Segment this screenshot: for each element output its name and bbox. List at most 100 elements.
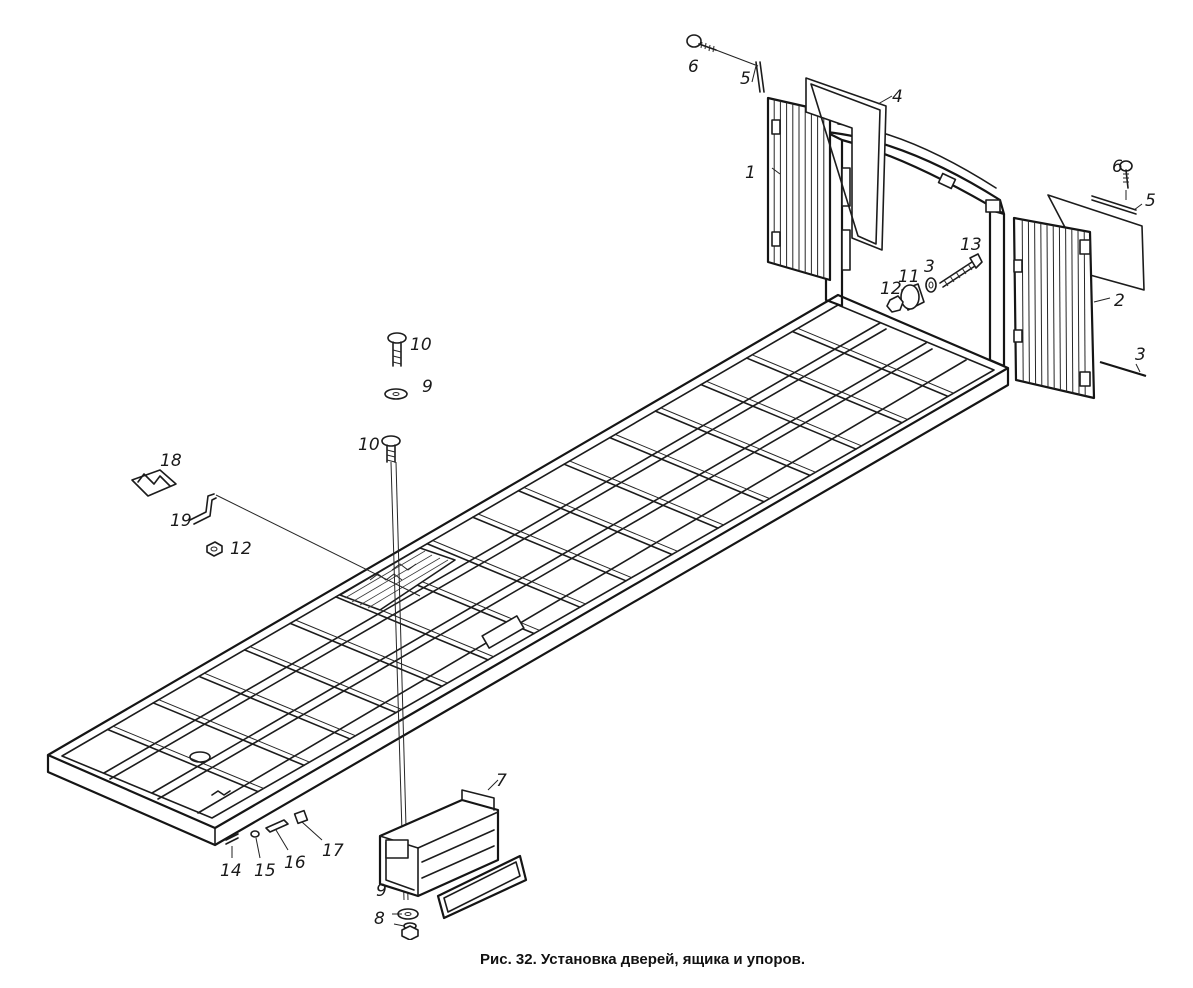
platform-outline [46,293,1010,830]
platform-frame [46,293,1010,847]
bolt-10-lower [381,435,401,463]
part-19-bracket [189,493,217,525]
callout-3-right: 3 [1135,345,1146,365]
callout-8: 8 [374,909,385,929]
cross-member [289,622,443,688]
callout-19: 19 [170,511,192,531]
cross-member [426,542,581,608]
cross-member-edge [524,487,679,552]
seal-strip-5a [755,61,761,93]
callout-12-stop: 12 [880,279,902,299]
callout-10-upper: 10 [410,335,432,355]
cross-member-edge [296,619,449,684]
cross-member-edge [250,646,403,711]
door-slat [1046,223,1049,388]
cross-member [745,357,903,424]
cross-member-edge [752,354,909,421]
cross-member [563,463,719,529]
door-slat [1027,220,1030,384]
callout-18: 18 [160,451,182,471]
cross-member-edge [569,460,725,526]
part-17 [293,809,309,825]
callout-11: 11 [898,267,920,287]
cross-member-edge [478,513,633,579]
cross-member-edge [204,672,357,737]
cross-member [517,489,673,556]
leader-lines [231,49,1143,927]
callout-16: 16 [284,853,306,873]
callout-14: 14 [220,861,242,881]
callout-9-upper: 9 [422,377,433,397]
tool-box-7 [378,789,528,920]
cross-member-edge [661,407,817,473]
nut-12-lower [401,925,419,940]
callout-10-lower: 10 [358,435,380,455]
strip-3 [1099,360,1147,378]
cross-member-edge [615,434,771,500]
callout-7: 7 [496,771,507,791]
cross-member [106,728,259,793]
cross-member [608,436,765,503]
door-seal-4 [805,77,887,251]
figure-caption: Рис. 32. Установка дверей, ящика и упоро… [480,951,806,968]
cross-member [152,702,305,767]
cross-member [472,516,627,582]
door-right [1012,194,1147,400]
floor-section-hatched [339,547,456,611]
cross-member [654,410,811,477]
washer-3 [925,277,937,293]
callout-labels: 1 2 3 3 4 5 5 6 6 7 8 9 9 10 10 11 12 12… [160,57,1156,940]
door-right-slats [1021,219,1086,397]
callout-12-lower: 12 [372,939,394,940]
bolt-13 [969,253,983,269]
callout-1: 1 [745,163,756,183]
door-slat [1021,219,1024,382]
door-slat [1077,229,1080,396]
callout-4: 4 [892,87,903,107]
door-slat [1071,228,1074,394]
part-18 [131,469,177,497]
callout-6-left: 6 [688,57,699,77]
stop-assembly [886,253,983,313]
callout-17: 17 [322,841,344,861]
cross-member-edge [706,381,863,447]
door-slat [1052,225,1055,390]
longitudinal-members [103,322,967,814]
cross-member-edge [113,726,265,790]
cross-member-edge [798,328,955,394]
cross-member-edge [432,540,587,605]
cross-member [791,330,949,398]
callout-5-right: 5 [1145,191,1156,211]
callout-2: 2 [1114,291,1125,311]
part-14 [225,833,239,845]
door-slat [1034,221,1037,385]
door-slat [1083,231,1086,397]
door-left [755,61,887,282]
part-15 [250,830,260,838]
bolt-10-upper [387,332,407,367]
door-left-slats [773,99,825,279]
seal-strip-5b [1091,195,1137,211]
callout-9-lower: 9 [376,881,387,901]
callout-3-stop: 3 [924,257,935,277]
nut-12-left [206,541,223,557]
door-slat [1058,226,1061,391]
screw-6-left [686,34,717,53]
screw-6-right [1119,160,1133,189]
callout-5-left: 5 [740,69,751,89]
callout-13: 13 [960,235,982,255]
callout-6-right: 6 [1112,157,1123,177]
callout-12-left: 12 [230,539,252,559]
nut-12-stop [886,295,904,313]
cross-members [106,328,955,793]
cross-member [335,596,489,661]
washer-9-upper [384,388,408,400]
part-16 [265,819,289,833]
door-slat [1040,222,1043,387]
cross-member-edge [159,699,311,763]
cross-member [243,649,397,714]
door-slat [1065,227,1068,393]
exploded-assembly-drawing: 1 2 3 3 4 5 5 6 6 7 8 9 9 10 10 11 12 12… [46,34,1156,940]
callout-15: 15 [254,861,276,881]
